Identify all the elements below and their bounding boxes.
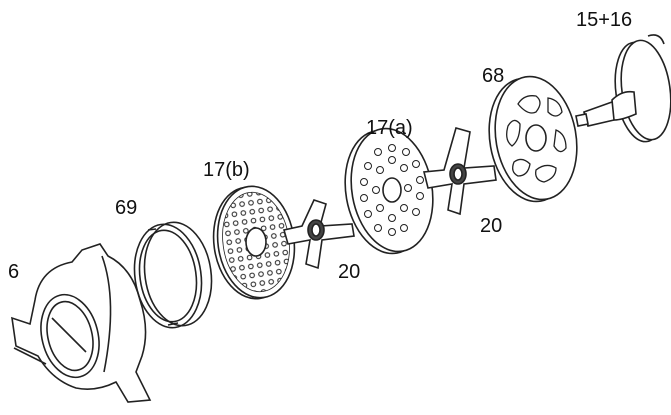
locking-ring-part-6 bbox=[11, 243, 152, 403]
label-part-20-right: 20 bbox=[480, 215, 503, 237]
kidney-plate-part-68 bbox=[488, 75, 578, 203]
spacer-ring-part-69 bbox=[133, 221, 213, 329]
label-part-17a: 17(a) bbox=[366, 117, 413, 139]
label-part-17b: 17(b) bbox=[203, 159, 250, 181]
cross-blade-part-20-right bbox=[422, 127, 497, 216]
label-part-20-left: 20 bbox=[338, 261, 361, 283]
cross-blade-part-20-left bbox=[282, 199, 355, 270]
label-part-68: 68 bbox=[482, 65, 505, 87]
fine-plate-part-17b bbox=[212, 185, 296, 300]
label-part-69: 69 bbox=[115, 197, 138, 219]
shaft-flange-part-15-16 bbox=[575, 34, 671, 143]
label-part-15-16: 15+16 bbox=[576, 9, 633, 31]
coarse-plate-part-17a bbox=[344, 127, 434, 255]
label-part-6: 6 bbox=[8, 261, 20, 283]
